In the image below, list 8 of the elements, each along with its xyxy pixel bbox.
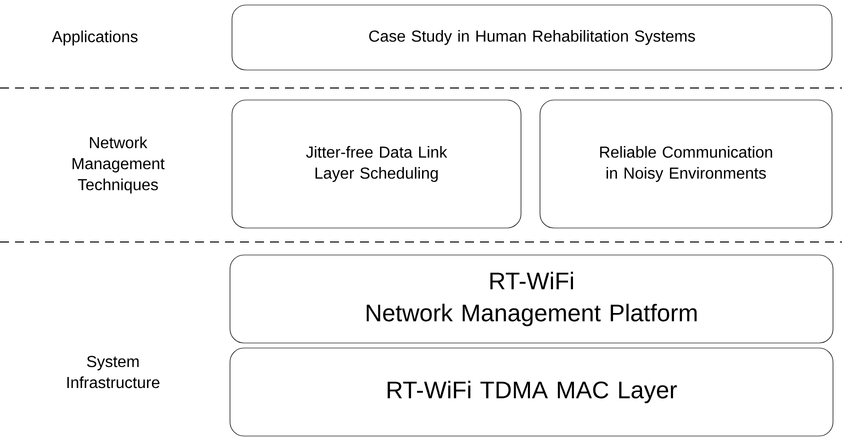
layer-box: Jitter-free Data Link Layer Scheduling	[232, 100, 522, 228]
layer-box: Reliable Communication in Noisy Environments	[540, 100, 832, 228]
layer-label: System Infrastructure	[67, 356, 160, 388]
layer-label: Applications	[52, 30, 138, 46]
layer-box: RT-WiFi Network Management Platform	[230, 254, 834, 344]
layer-label: Network Management Techniques	[72, 136, 165, 194]
layer-box: RT-WiFi TDMA MAC Layer	[230, 348, 834, 436]
layer-box: Case Study in Human Rehabilitation Systems	[232, 4, 832, 70]
